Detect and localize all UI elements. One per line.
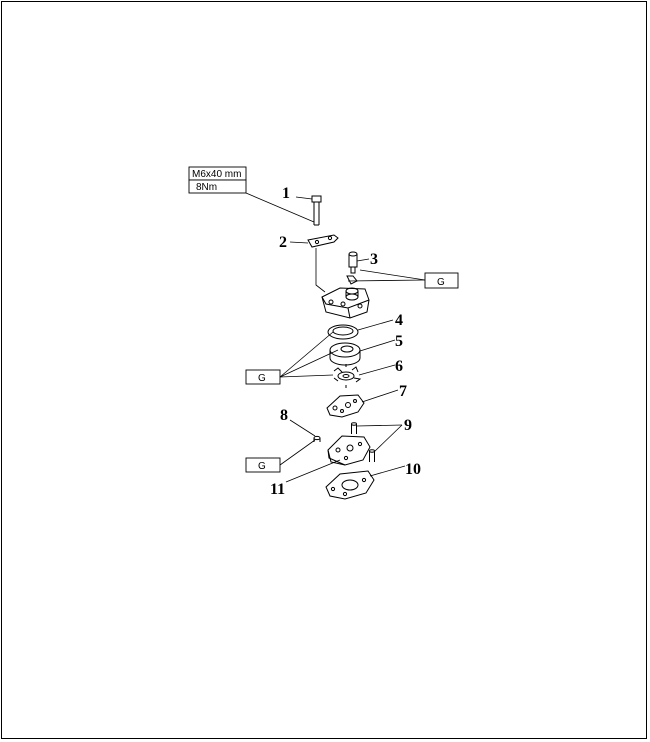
callout-7: 7 bbox=[399, 383, 407, 400]
part-9-dowels bbox=[351, 422, 403, 462]
part-5-cam bbox=[329, 339, 396, 366]
svg-text:G: G bbox=[437, 277, 445, 288]
grease-tag-left-lower: G bbox=[245, 439, 316, 473]
bolt-size-text: M6x40 mm bbox=[192, 169, 241, 180]
part-8-pin bbox=[289, 419, 321, 442]
svg-text:G: G bbox=[258, 461, 266, 472]
part-4-ring bbox=[327, 319, 394, 340]
part-3-plug bbox=[346, 251, 370, 285]
callout-8: 8 bbox=[280, 407, 288, 424]
callout-1: 1 bbox=[282, 185, 290, 202]
callout-3: 3 bbox=[370, 251, 378, 268]
callout-6: 6 bbox=[395, 358, 403, 375]
callout-4: 4 bbox=[395, 312, 403, 329]
part-1-bolt bbox=[295, 195, 322, 226]
callout-11: 11 bbox=[270, 481, 285, 498]
grease-tag-right: G bbox=[347, 269, 459, 289]
bolt-spec-box: M6x40 mm 8Nm bbox=[188, 166, 315, 223]
pump-housing bbox=[321, 287, 370, 319]
callout-2: 2 bbox=[279, 234, 287, 251]
callout-9: 9 bbox=[404, 417, 412, 434]
part-6-impeller bbox=[333, 364, 396, 388]
part-11-body bbox=[285, 435, 371, 483]
part-7-plate bbox=[326, 389, 399, 418]
callout-10: 10 bbox=[405, 461, 421, 478]
part-10-gasket bbox=[325, 465, 406, 500]
callout-5: 5 bbox=[395, 333, 403, 350]
bolt-torque-text: 8Nm bbox=[196, 182, 217, 193]
grease-tag-left-upper: G bbox=[245, 331, 339, 385]
part-2-bracket bbox=[289, 234, 339, 293]
svg-text:G: G bbox=[258, 373, 266, 384]
